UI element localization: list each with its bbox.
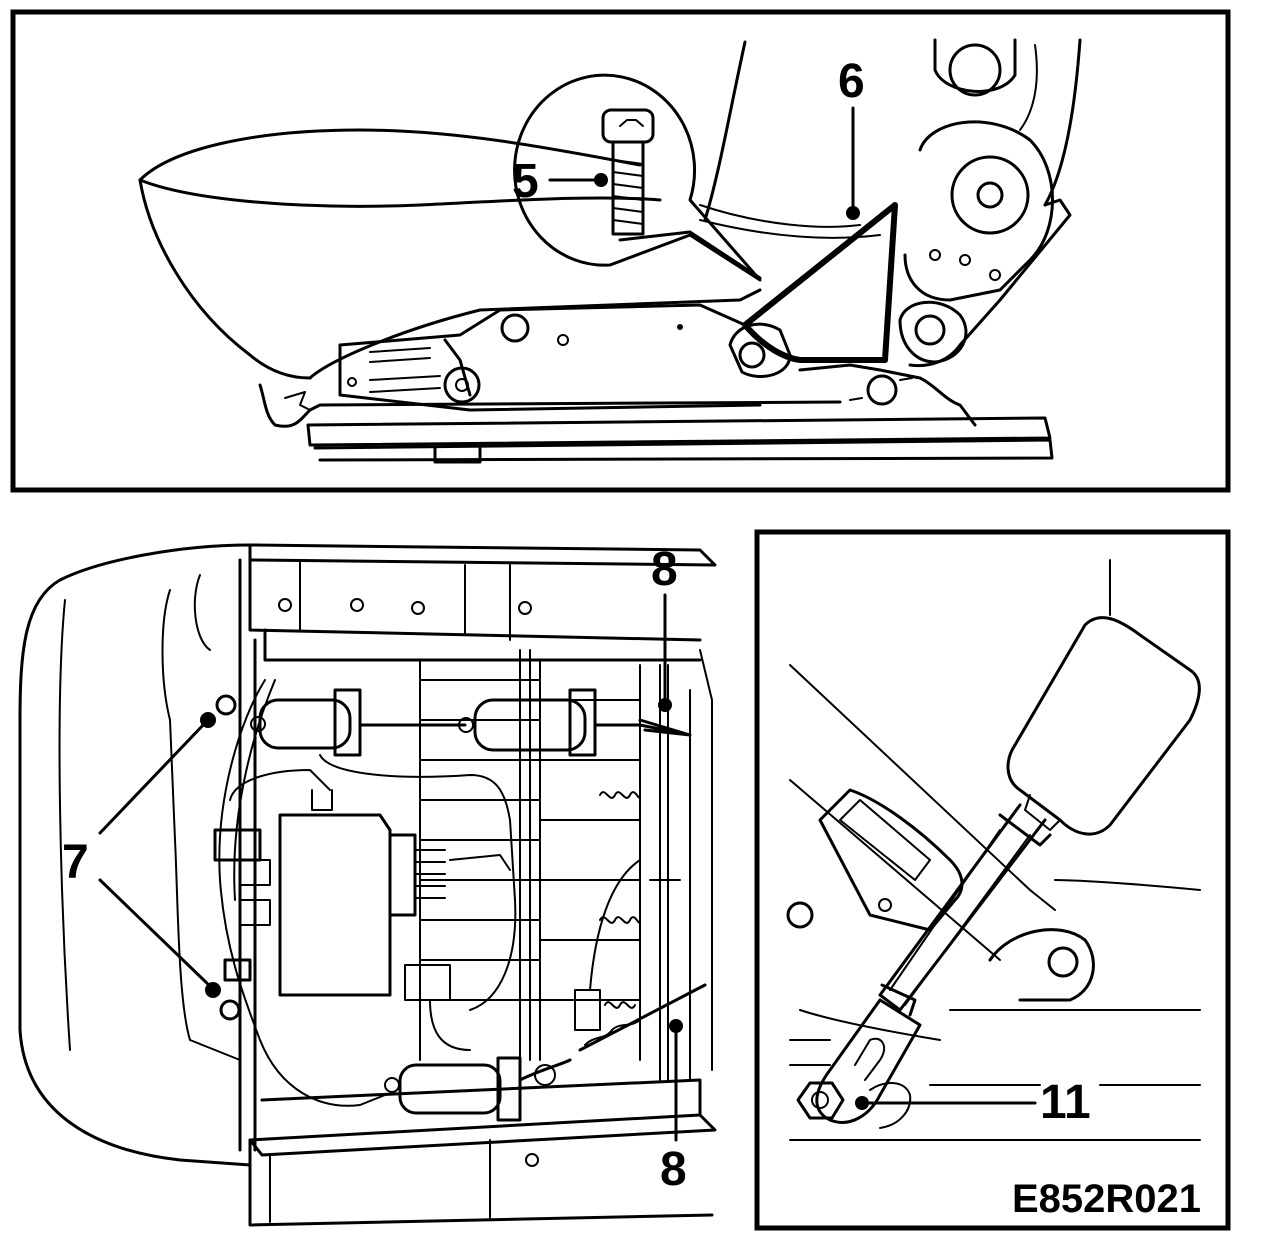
bottom-left-panel: 7 8 8 [18,543,717,1227]
callout-7-dot-lower [205,982,221,998]
callout-8-bottom-dot [669,1019,683,1033]
callout-7: 7 [62,836,89,889]
top-panel: 5 6 [10,9,1231,493]
mounting-hole-upper [215,694,237,716]
screw-detail-bubble [513,73,762,282]
bottom-right-panel: 11 E852R021 [754,529,1231,1231]
top-panel-frame [10,9,1231,493]
seat-underside-view [18,543,717,1227]
callout-8-top: 8 [651,543,678,596]
callout-6-dot [846,206,860,220]
callout-8-top-dot [658,698,672,712]
callout-5: 5 [512,155,539,208]
callout-7-leader-upper [98,720,208,835]
callout-7-leader-lower [98,878,214,990]
callout-8-bottom: 8 [660,1143,687,1196]
figure-code: E852R021 [1012,1177,1201,1221]
mounting-hole-lower [219,999,241,1021]
callout-11-dot [855,1096,869,1110]
callout-5-dot [594,173,608,187]
callout-11: 11 [1040,1076,1091,1129]
callout-7-dot-upper [200,712,216,728]
bottom-right-panel-frame [754,529,1231,1231]
recliner-cover-outline [742,202,898,363]
seat-side-view [138,38,1082,464]
callout-6: 6 [838,55,865,108]
seatbelt-buckle-view [786,559,1201,1141]
